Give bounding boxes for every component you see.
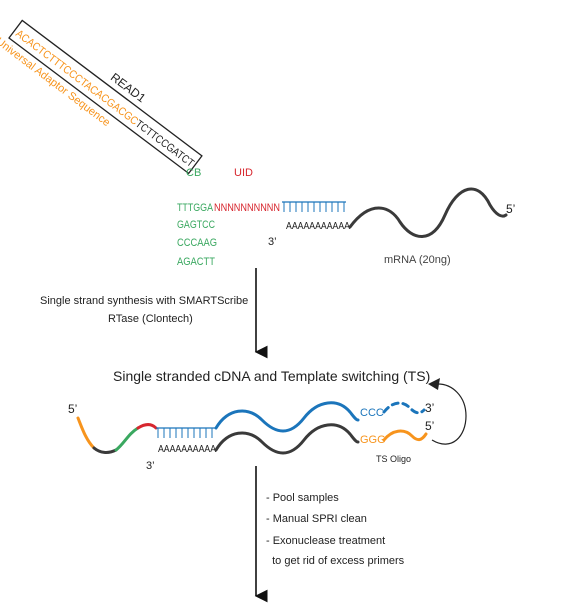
- five-prime-1: 5’: [506, 202, 515, 216]
- uid-sequence: NNNNNNNNNN: [214, 202, 280, 214]
- read1-adaptor: READ1 ACACTCTTTCCCTACACGACGC TCTTCCGATCT…: [0, 19, 203, 175]
- step2-item-1: - Pool samples: [266, 492, 339, 504]
- mrna-label: mRNA (20ng): [384, 254, 451, 266]
- step1-line2: RTase (Clontech): [108, 313, 193, 325]
- barcode-4: AGACTT: [177, 256, 215, 268]
- mrna-strand-2: [214, 423, 360, 455]
- ts-three-prime: 3’: [425, 401, 434, 415]
- primer-black-segment: [92, 446, 118, 454]
- read1-box: [8, 19, 203, 175]
- ts-curved-arrowhead: [428, 378, 440, 390]
- five-prime-2: 5’: [68, 402, 77, 416]
- adaptor-label: Universal Adaptor Sequence: [0, 36, 112, 129]
- ggg-label: GGG: [360, 434, 386, 446]
- three-prime-1: 3’: [268, 236, 277, 248]
- ts-oligo-label: TS Oligo: [376, 454, 411, 464]
- cdna-strand: [214, 401, 360, 433]
- barcode-3: CCCAAG: [177, 237, 217, 249]
- ts-oligo: [382, 429, 428, 442]
- step2-item-3: - Exonuclease treatment: [266, 535, 385, 547]
- uid-label: UID: [234, 167, 253, 179]
- step2-item-2: - Manual SPRI clean: [266, 513, 367, 525]
- ccc-label: CCC: [360, 407, 384, 419]
- polyA-sequence: AAAAAAAAAAA: [286, 221, 350, 232]
- section-title: Single stranded cDNA and Template switch…: [113, 368, 430, 384]
- ts-five-prime: 5’: [425, 419, 434, 433]
- primer-red-segment: [136, 423, 158, 430]
- step2-item-4: to get rid of excess primers: [266, 555, 405, 567]
- polyT-comb: [282, 201, 346, 212]
- three-prime-2: 3’: [146, 460, 155, 472]
- cb-label: CB: [186, 167, 201, 179]
- polyA-sequence-2: AAAAAAAAAA: [158, 444, 216, 455]
- ts-extension-dashed: [382, 401, 426, 415]
- barcode-2: GAGTCC: [177, 219, 215, 231]
- barcode-1: TTTGGA: [177, 202, 214, 214]
- primer-orange-segment: [76, 416, 96, 450]
- step1-line1: Single strand synthesis with SMARTScribe: [40, 295, 248, 307]
- primer-green-segment: [114, 426, 140, 452]
- polyT-comb-2: [156, 427, 216, 438]
- mrna-strand: [348, 187, 508, 238]
- ts-curved-arrow: [431, 383, 467, 445]
